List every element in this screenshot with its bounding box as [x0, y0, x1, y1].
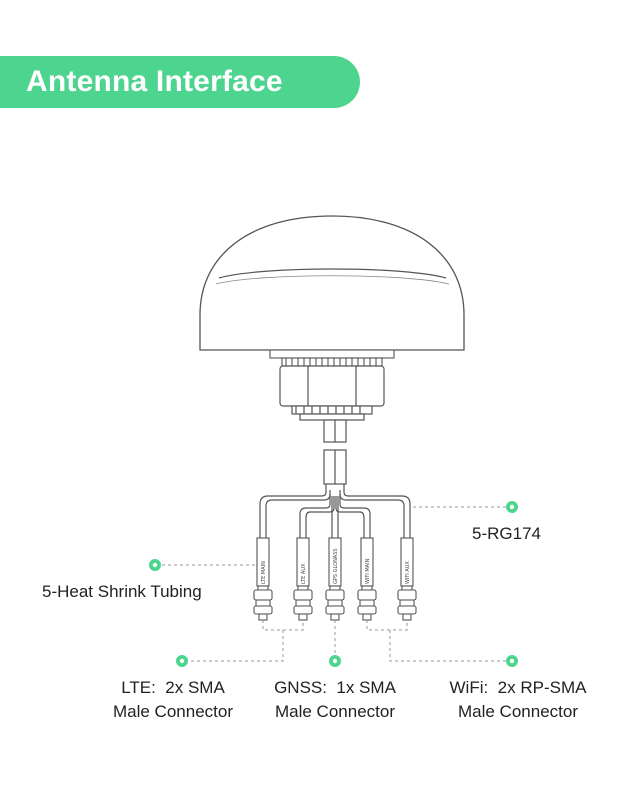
mounting-nut — [279, 365, 385, 421]
leader-wifi — [389, 630, 508, 662]
branch-cables — [259, 484, 411, 540]
label-gnss-line2: Male Connector — [274, 702, 395, 721]
tube-tag-lte-aux: LTE AUX — [301, 563, 307, 584]
markers — [149, 501, 518, 667]
label-gnss: GNSS: 1x SMA Male Connector — [260, 676, 410, 724]
label-wifi-line1: WiFi: 2x RP-SMA — [449, 678, 587, 697]
marker-wifi-dot — [506, 655, 518, 667]
tube-tag-gnss: GPS GLONASS — [333, 548, 339, 584]
page-title: Antenna Interface — [26, 65, 283, 98]
connector-gnss — [325, 585, 345, 621]
tube-tags: LTE MAIN LTE AUX GPS GLONASS WIFI MAIN W… — [261, 548, 411, 584]
marker-tubing-dot — [149, 559, 161, 571]
connector-lte-main — [253, 585, 273, 621]
cable-bundle — [323, 419, 347, 485]
label-wifi: WiFi: 2x RP-SMA Male Connector — [440, 676, 596, 724]
label-lte-line1: LTE: 2x SMA — [121, 678, 225, 697]
tube-tag-lte-main: LTE MAIN — [261, 561, 267, 584]
marker-cable-dot — [506, 501, 518, 513]
label-heat-shrink-tubing: 5-Heat Shrink Tubing — [42, 582, 202, 601]
label-lte: LTE: 2x SMA Male Connector — [98, 676, 248, 724]
marker-lte-dot — [176, 655, 188, 667]
label-gnss-line1: GNSS: 1x SMA — [274, 678, 396, 697]
label-wifi-line2: Male Connector — [457, 702, 578, 721]
leader-lte-bracket — [262, 620, 304, 631]
tube-tag-wifi-aux: WIFI AUX — [405, 561, 411, 584]
marker-gnss-dot — [329, 655, 341, 667]
sma-connectors — [253, 585, 417, 621]
label-lte-line2: Male Connector — [112, 702, 233, 721]
mounting-base — [269, 349, 395, 367]
label-cable: 5-RG174 — [472, 524, 541, 543]
tube-tag-wifi-main: WIFI MAIN — [365, 558, 371, 584]
title-banner: Antenna Interface — [0, 56, 360, 108]
leader-lines — [162, 506, 508, 662]
connector-wifi-aux — [397, 585, 417, 621]
leader-wifi-bracket — [366, 620, 408, 631]
heat-shrink-tubes — [256, 537, 414, 587]
antenna-dome — [199, 215, 465, 351]
leader-lte — [188, 630, 284, 662]
connector-lte-aux — [293, 585, 313, 621]
connector-wifi-main — [357, 585, 377, 621]
